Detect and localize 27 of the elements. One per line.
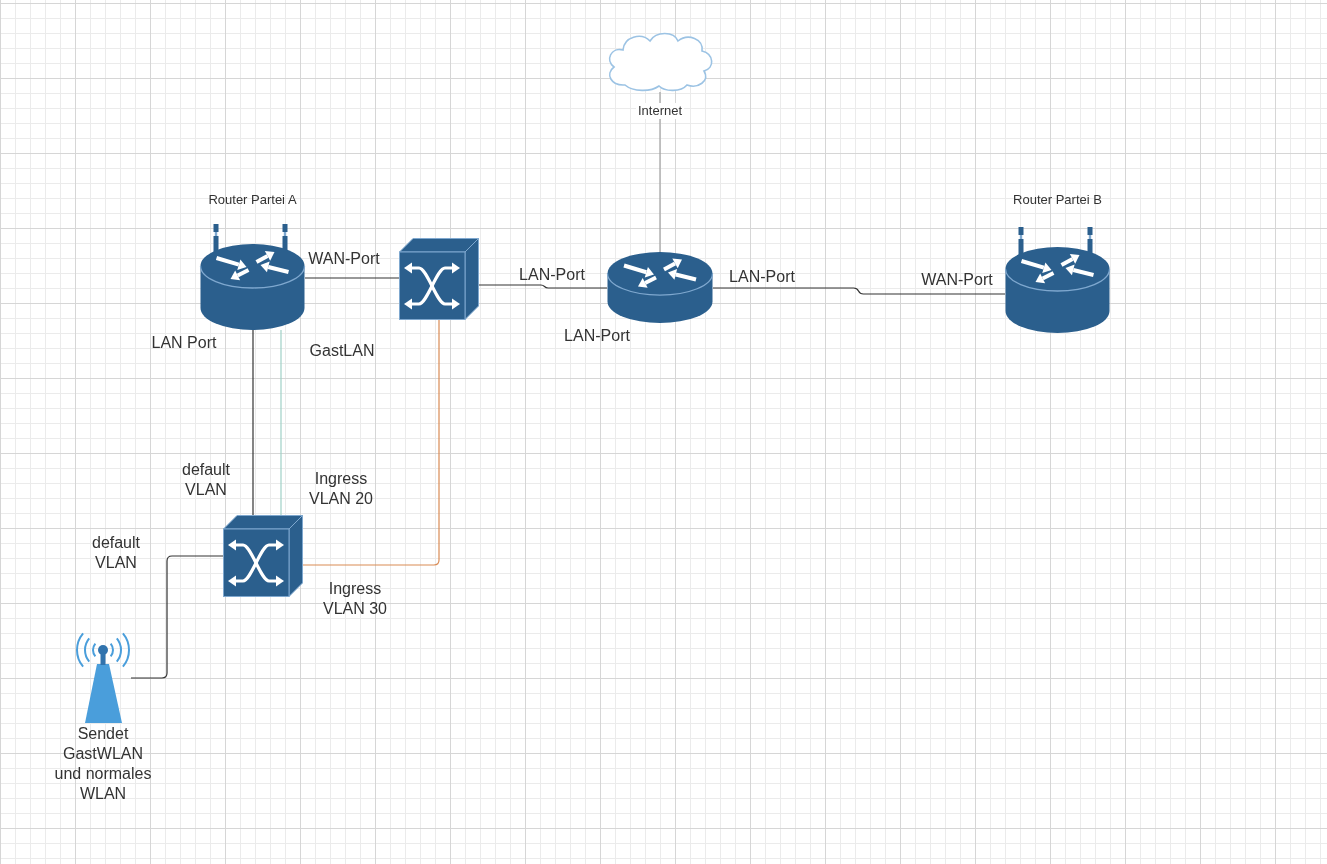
vlan-label: Ingress VLAN 20 — [307, 469, 374, 509]
device-caption: Sendet GastWLAN und normales WLAN — [53, 724, 153, 804]
network-switch-icon — [399, 238, 479, 320]
connector-line — [478, 284, 608, 289]
port-label: LAN-Port — [564, 326, 630, 346]
connector-line — [659, 91, 661, 253]
vlan-label: default VLAN — [182, 460, 230, 500]
connector-line — [252, 329, 254, 516]
connector-line — [304, 277, 400, 279]
connector-line — [302, 319, 440, 566]
device-label: Router Partei A — [208, 192, 297, 208]
network-switch-icon — [223, 515, 303, 597]
radio-tower-icon — [75, 633, 131, 723]
port-label: LAN Port — [151, 333, 217, 353]
port-label: LAN-Port — [729, 267, 795, 287]
connector-line — [280, 329, 282, 516]
connector-line — [130, 555, 224, 679]
port-label: WAN-Port — [921, 270, 993, 290]
connector-line — [712, 287, 1006, 295]
port-label: LAN-Port — [519, 265, 585, 285]
router-icon — [607, 252, 713, 323]
port-label: GastLAN — [309, 341, 375, 361]
device-label: Router Partei B — [1013, 192, 1102, 208]
vlan-label: default VLAN — [92, 533, 140, 573]
edge-label: Internet — [635, 103, 685, 119]
vlan-label: Ingress VLAN 30 — [321, 579, 388, 619]
port-label: WAN-Port — [308, 249, 380, 269]
